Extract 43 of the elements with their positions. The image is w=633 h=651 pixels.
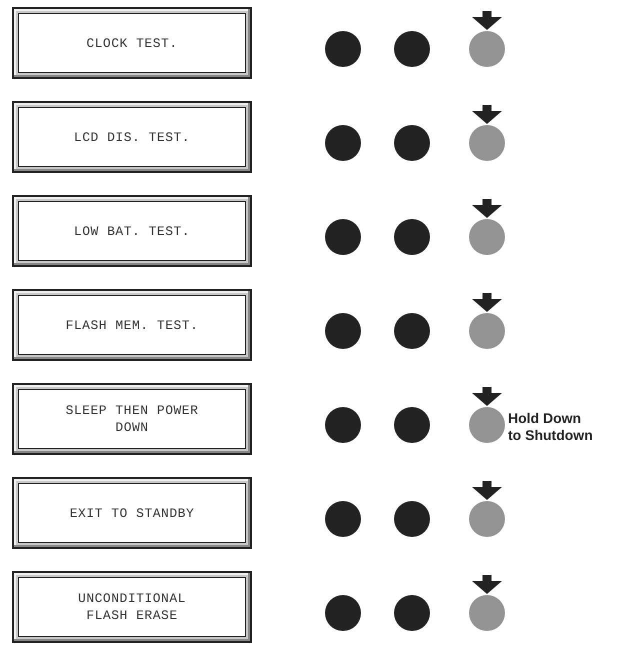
round-button <box>469 219 505 255</box>
round-button <box>325 501 361 537</box>
press-arrow <box>472 11 502 30</box>
round-button <box>469 125 505 161</box>
lcd-display <box>12 101 252 173</box>
round-button <box>394 125 430 161</box>
lcd-display <box>12 289 252 361</box>
round-button <box>394 31 430 67</box>
round-button <box>325 219 361 255</box>
round-button <box>325 595 361 631</box>
lcd-display <box>12 383 252 455</box>
round-button <box>469 407 505 443</box>
round-button <box>469 595 505 631</box>
round-button <box>325 125 361 161</box>
display-text: UNCONDITIONAL FLASH ERASE <box>77 590 187 624</box>
display-text: LOW BAT. TEST. <box>72 222 192 240</box>
round-button <box>469 31 505 67</box>
lcd-display <box>12 571 252 643</box>
round-button <box>394 313 430 349</box>
lcd-display <box>12 477 252 549</box>
press-arrow <box>472 481 502 500</box>
display-text: SLEEP THEN POWER DOWN <box>64 402 200 436</box>
press-arrow <box>472 575 502 594</box>
display-text: EXIT TO STANDBY <box>68 504 196 522</box>
lcd-display <box>12 7 252 79</box>
button-note: Hold Down to Shutdown <box>508 410 594 444</box>
display-text: FLASH MEM. TEST. <box>64 316 200 334</box>
display-text: CLOCK TEST. <box>85 34 179 52</box>
press-arrow <box>472 293 502 312</box>
press-arrow <box>472 387 502 406</box>
round-button <box>469 313 505 349</box>
round-button <box>394 501 430 537</box>
round-button <box>325 407 361 443</box>
round-button <box>394 595 430 631</box>
round-button <box>325 31 361 67</box>
round-button <box>394 219 430 255</box>
press-arrow <box>472 105 502 124</box>
round-button <box>325 313 361 349</box>
round-button <box>469 501 505 537</box>
press-arrow <box>472 199 502 218</box>
lcd-display <box>12 195 252 267</box>
display-text: LCD DIS. TEST. <box>72 128 192 146</box>
round-button <box>394 407 430 443</box>
